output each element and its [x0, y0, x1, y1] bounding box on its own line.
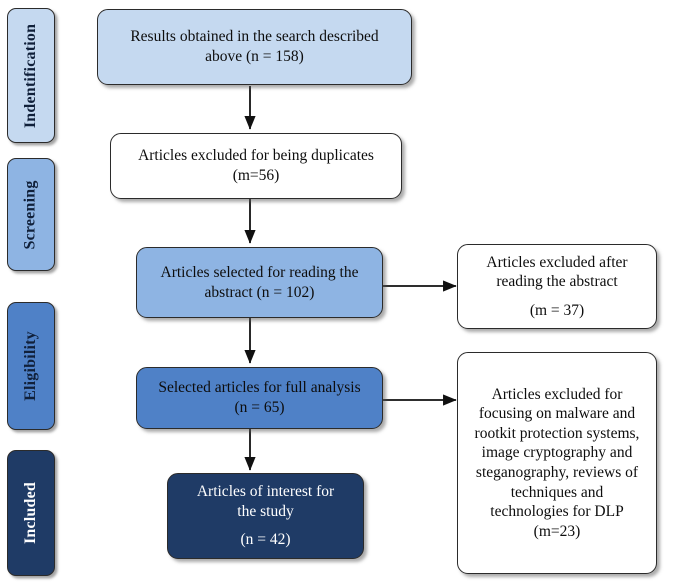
stage-label-identification-text: Indentification: [22, 23, 39, 128]
node-included-studies-line3: (n = 42): [240, 531, 291, 549]
stage-label-included: Included: [7, 450, 55, 576]
node-fulltext-excluded-line4: image cryptography and: [481, 444, 633, 462]
node-abstract-excluded-line2: reading the abstract: [496, 273, 618, 291]
node-fulltext-excluded[interactable]: Articles excluded for focusing on malwar…: [457, 352, 657, 574]
node-fulltext-excluded-line5: steganography, reviews of: [475, 464, 639, 481]
stage-label-eligibility: Eligibility: [7, 302, 55, 430]
node-duplicates-excluded-text: Articles excluded for being duplicates (…: [138, 146, 374, 185]
node-fulltext-excluded-line3: rootkit protection systems,: [474, 424, 640, 442]
node-records-identified-line1: Results obtained in the search described: [130, 28, 379, 46]
node-fulltext-excluded-line7: technologies for DLP: [490, 503, 624, 521]
node-abstract-screened-text: Articles selected for reading the abstra…: [161, 263, 359, 302]
node-abstract-screened[interactable]: Articles selected for reading the abstra…: [136, 247, 383, 318]
node-abstract-screened-line2: abstract (n = 102): [204, 283, 315, 301]
node-fulltext-excluded-text: Articles excluded for focusing on malwar…: [475, 385, 640, 541]
stage-label-screening: Screening: [7, 158, 55, 271]
node-full-analysis-line2: (n = 65): [234, 399, 285, 416]
stage-label-identification: Indentification: [7, 8, 55, 143]
node-duplicates-excluded-line2: (m=56): [232, 167, 280, 184]
node-included-studies-spacer: [197, 521, 334, 530]
stage-label-eligibility-text: Eligibility: [22, 331, 39, 401]
node-included-studies[interactable]: Articles of interest for the study (n = …: [167, 473, 364, 559]
node-full-analysis[interactable]: Selected articles for full analysis (n =…: [136, 367, 383, 429]
node-duplicates-excluded-line1: Articles excluded for being duplicates: [138, 147, 374, 165]
node-included-studies-line1: Articles of interest for: [196, 483, 335, 501]
node-records-identified-line2: above (n = 158): [205, 48, 304, 65]
node-abstract-screened-line1: Articles selected for reading the: [160, 263, 359, 281]
node-abstract-excluded-line1: Articles excluded after: [486, 253, 628, 271]
node-fulltext-excluded-line2: focusing on malware and: [478, 405, 636, 423]
node-abstract-excluded-text: Articles excluded after reading the abst…: [486, 253, 627, 321]
node-included-studies-text: Articles of interest for the study (n = …: [197, 482, 334, 550]
node-abstract-excluded[interactable]: Articles excluded after reading the abst…: [457, 244, 657, 329]
node-duplicates-excluded[interactable]: Articles excluded for being duplicates (…: [110, 133, 402, 199]
node-fulltext-excluded-line8: (m=23): [533, 522, 581, 540]
stage-label-included-text: Included: [22, 481, 40, 545]
node-abstract-excluded-line3: (m = 37): [529, 301, 585, 319]
node-fulltext-excluded-line1: Articles excluded for: [491, 385, 623, 403]
node-abstract-excluded-spacer: [486, 292, 627, 301]
node-records-identified[interactable]: Results obtained in the search described…: [97, 9, 412, 85]
node-full-analysis-line1: Selected articles for full analysis: [158, 379, 361, 397]
node-fulltext-excluded-line6: techniques and: [510, 483, 604, 501]
node-included-studies-line2: the study: [237, 502, 294, 520]
node-records-identified-text: Results obtained in the search described…: [130, 27, 378, 66]
node-full-analysis-text: Selected articles for full analysis (n =…: [158, 378, 360, 417]
stage-label-screening-text: Screening: [22, 179, 39, 250]
